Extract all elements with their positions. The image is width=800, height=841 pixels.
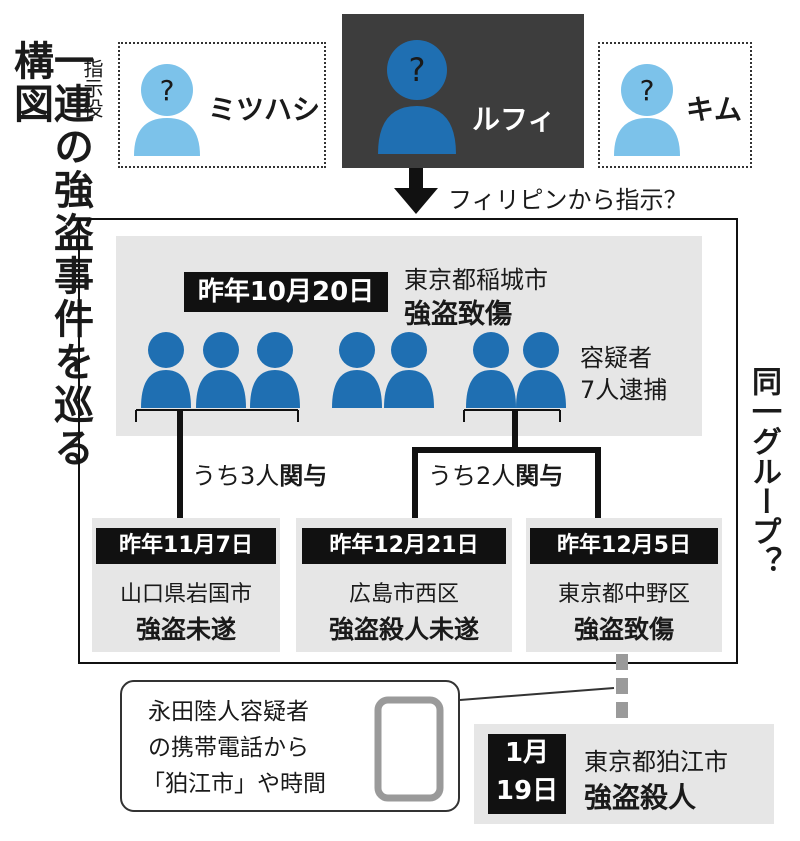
involvement-right-count: うち2人 [428, 462, 516, 490]
director-name-right: キム [686, 93, 743, 126]
main-incident-date: 昨年10月20日 [184, 272, 388, 312]
phone-note-line-3: 「狛江市」や時間 [142, 771, 326, 797]
question-mark-icon: ? [160, 74, 175, 107]
main-incident-crime: 強盗致傷 [404, 299, 512, 330]
incident-box-2: 昨年12月21日 広島市西区 強盗殺人未遂 [296, 518, 512, 652]
main-incident-place: 東京都稲城市 [404, 266, 548, 294]
question-mark-icon: ? [409, 51, 426, 89]
incident-date-2: 昨年12月21日 [302, 528, 506, 564]
latest-incident-box: 1月 19日 東京都狛江市 強盗殺人 [474, 724, 774, 824]
director-box-right: ? キム [598, 42, 752, 168]
director-name-left: ミツハシ [208, 93, 321, 126]
phone-note-line-1: 永田陸人容疑者 [148, 699, 309, 725]
same-group-label: 同一グループ？ [746, 366, 781, 576]
incident-place-3: 東京都中野区 [557, 582, 690, 607]
incident-place-2: 広島市西区 [348, 582, 459, 607]
person-icon: ? [134, 64, 200, 156]
involvement-right: うち2人関与 [428, 456, 563, 491]
incident-date-1: 昨年11月7日 [96, 528, 276, 564]
incident-box-1: 昨年11月7日 山口県岩国市 強盗未遂 [92, 518, 280, 652]
director-name-center: ルフィ [472, 103, 556, 136]
incident-place-1: 山口県岩国市 [119, 582, 252, 607]
involvement-left: うち3人関与 [192, 456, 327, 491]
instruction-text: フィリピンから指示？ [448, 186, 688, 214]
phone-note-line-2: の携帯電話から [148, 735, 309, 761]
incident-crime-2: 強盗殺人未遂 [328, 615, 479, 644]
incident-crime-3: 強盗致傷 [573, 615, 674, 644]
smartphone-icon [374, 696, 444, 802]
latest-date-badge: 1月 19日 [488, 734, 566, 814]
phone-note-callout: 永田陸人容疑者 の携帯電話から 「狛江市」や時間 [120, 680, 460, 812]
involvement-left-count: うち3人 [192, 462, 280, 490]
suspects-label: 容疑者 [580, 344, 652, 372]
question-mark-icon: ? [640, 74, 655, 107]
incident-date-3: 昨年12月5日 [530, 528, 718, 564]
latest-date-day: 19日 [495, 776, 559, 806]
arrests-label: 7人逮捕 [580, 376, 668, 404]
latest-date-month: 1月 [504, 738, 550, 768]
involvement-right-bold: 関与 [515, 462, 564, 490]
involvement-left-bold: 関与 [279, 462, 328, 490]
down-arrow-icon [394, 168, 438, 214]
latest-crime: 強盗殺人 [584, 781, 697, 814]
director-box-center: ? ルフィ [342, 14, 584, 168]
incident-box-3: 昨年12月5日 東京都中野区 強盗致傷 [526, 518, 722, 652]
person-icon: ? [614, 64, 680, 156]
incident-crime-1: 強盗未遂 [135, 615, 236, 644]
latest-place: 東京都狛江市 [584, 748, 728, 776]
group-frame [78, 218, 738, 664]
diagram-title: 一連の強盗事件を巡る構図 [7, 40, 93, 470]
director-box-left: ? ミツハシ [118, 42, 326, 168]
person-icon: ? [378, 40, 456, 154]
director-label: 指示役 [80, 58, 104, 118]
